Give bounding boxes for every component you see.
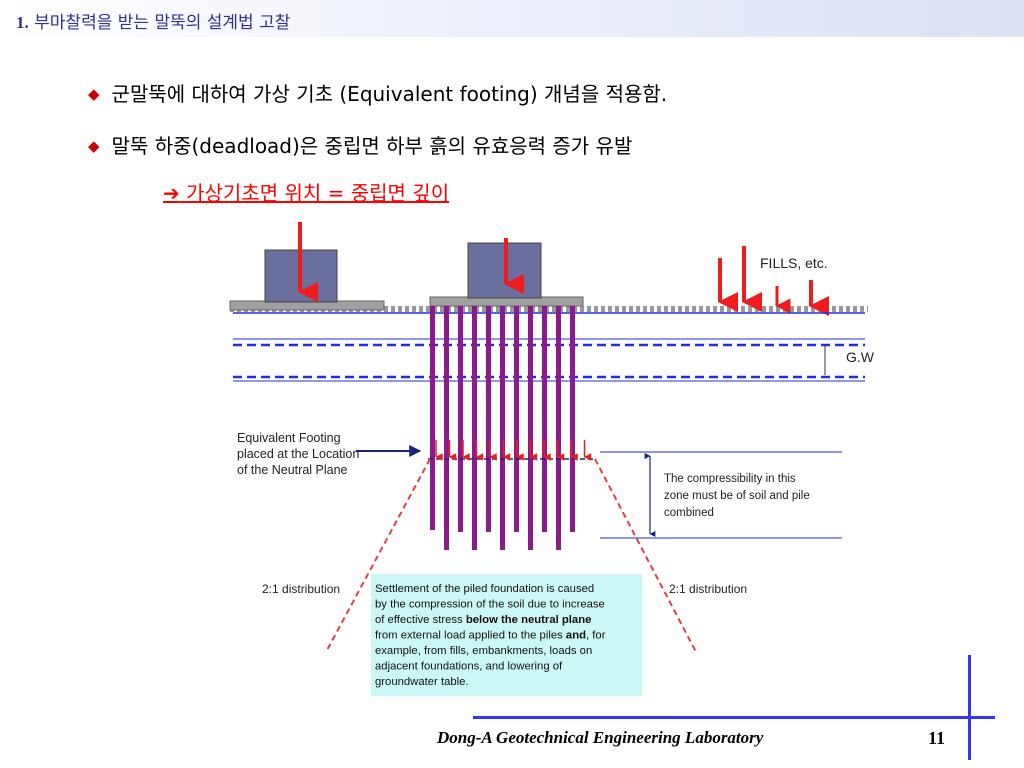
settlement-note-box — [371, 574, 642, 696]
pile — [472, 306, 477, 550]
slide-title-text: 부마찰력을 받는 말뚝의 설계법 고찰 — [34, 13, 291, 33]
footer-lab-name: Dong-A Geotechnical Engineering Laborato… — [437, 728, 764, 747]
bullet-2-text: 말뚝 하중(deadload)은 중립면 하부 흙의 유효응력 증가 유발 — [111, 134, 633, 158]
settlement-note-line: of effective stress below the neutral pl… — [375, 614, 591, 626]
footer-rule — [473, 716, 995, 719]
settlement-note-line: Settlement of the piled foundation is ca… — [375, 583, 594, 595]
diamond-bullet-icon: ◆ — [88, 137, 100, 155]
title-bar: 1. 부마찰력을 받는 말뚝의 설계법 고찰 — [0, 0, 1024, 37]
equiv-footing-label-3: of the Neutral Plane — [237, 463, 348, 477]
neutral-plane-arrows — [435, 440, 592, 461]
slide-title: 1. 부마찰력을 받는 말뚝의 설계법 고찰 — [16, 8, 290, 33]
page-number: 11 — [928, 728, 946, 748]
settlement-note-line: groundwater table. — [375, 676, 469, 688]
pile — [556, 306, 561, 550]
settlement-note-line: example, from fills, embankments, loads … — [375, 645, 592, 657]
left-distribution-line — [325, 458, 431, 653]
compress-label-2: zone must be of soil and pile — [664, 490, 810, 502]
bullet-1: ◆ 군말뚝에 대하여 가상 기초 (Equivalent footing) 개념을… — [88, 78, 667, 107]
pile — [528, 306, 533, 550]
pile — [430, 306, 435, 530]
fills-label: FILLS, etc. — [760, 255, 828, 271]
slide-title-number: 1. — [16, 13, 29, 32]
equiv-footing-label-1: Equivalent Footing — [237, 431, 341, 445]
pile — [458, 306, 463, 532]
pile — [542, 306, 547, 532]
settlement-note-line: from external load applied to the piles … — [375, 630, 606, 642]
settlement-note-line: by the compression of the soil due to in… — [375, 599, 605, 611]
settlement-note-line: adjacent foundations, and lowering of — [375, 661, 563, 673]
compress-label-1: The compressibility in this — [664, 473, 796, 485]
bullet-1-text: 군말뚝에 대하여 가상 기초 (Equivalent footing) 개념을 … — [111, 82, 668, 106]
pile — [500, 306, 505, 550]
compress-label-3: combined — [664, 507, 714, 519]
pile — [570, 306, 575, 532]
pile — [444, 306, 449, 550]
bullet-2: ◆ 말뚝 하중(deadload)은 중립면 하부 흙의 유효응력 증가 유발 — [88, 130, 632, 159]
right-distribution-line — [594, 458, 697, 653]
settlement-note: Settlement of the piled foundation is ca… — [375, 583, 606, 688]
pile — [514, 306, 519, 532]
pile-group — [430, 306, 575, 550]
gw-label: G.W — [846, 349, 875, 365]
diamond-bullet-icon: ◆ — [88, 85, 100, 103]
footer-vertical-rule — [968, 655, 971, 760]
pile — [486, 306, 491, 532]
result-line: ➔ 가상기초면 위치 = 중립면 깊이 — [163, 177, 449, 206]
left-distribution-label: 2:1 distribution — [262, 582, 340, 596]
result-text: 가상기초면 위치 = 중립면 깊이 — [186, 181, 450, 205]
right-distribution-label: 2:1 distribution — [669, 582, 747, 596]
right-arrow-icon: ➔ — [163, 181, 180, 205]
equiv-footing-label-2: placed at the Location — [237, 447, 359, 461]
